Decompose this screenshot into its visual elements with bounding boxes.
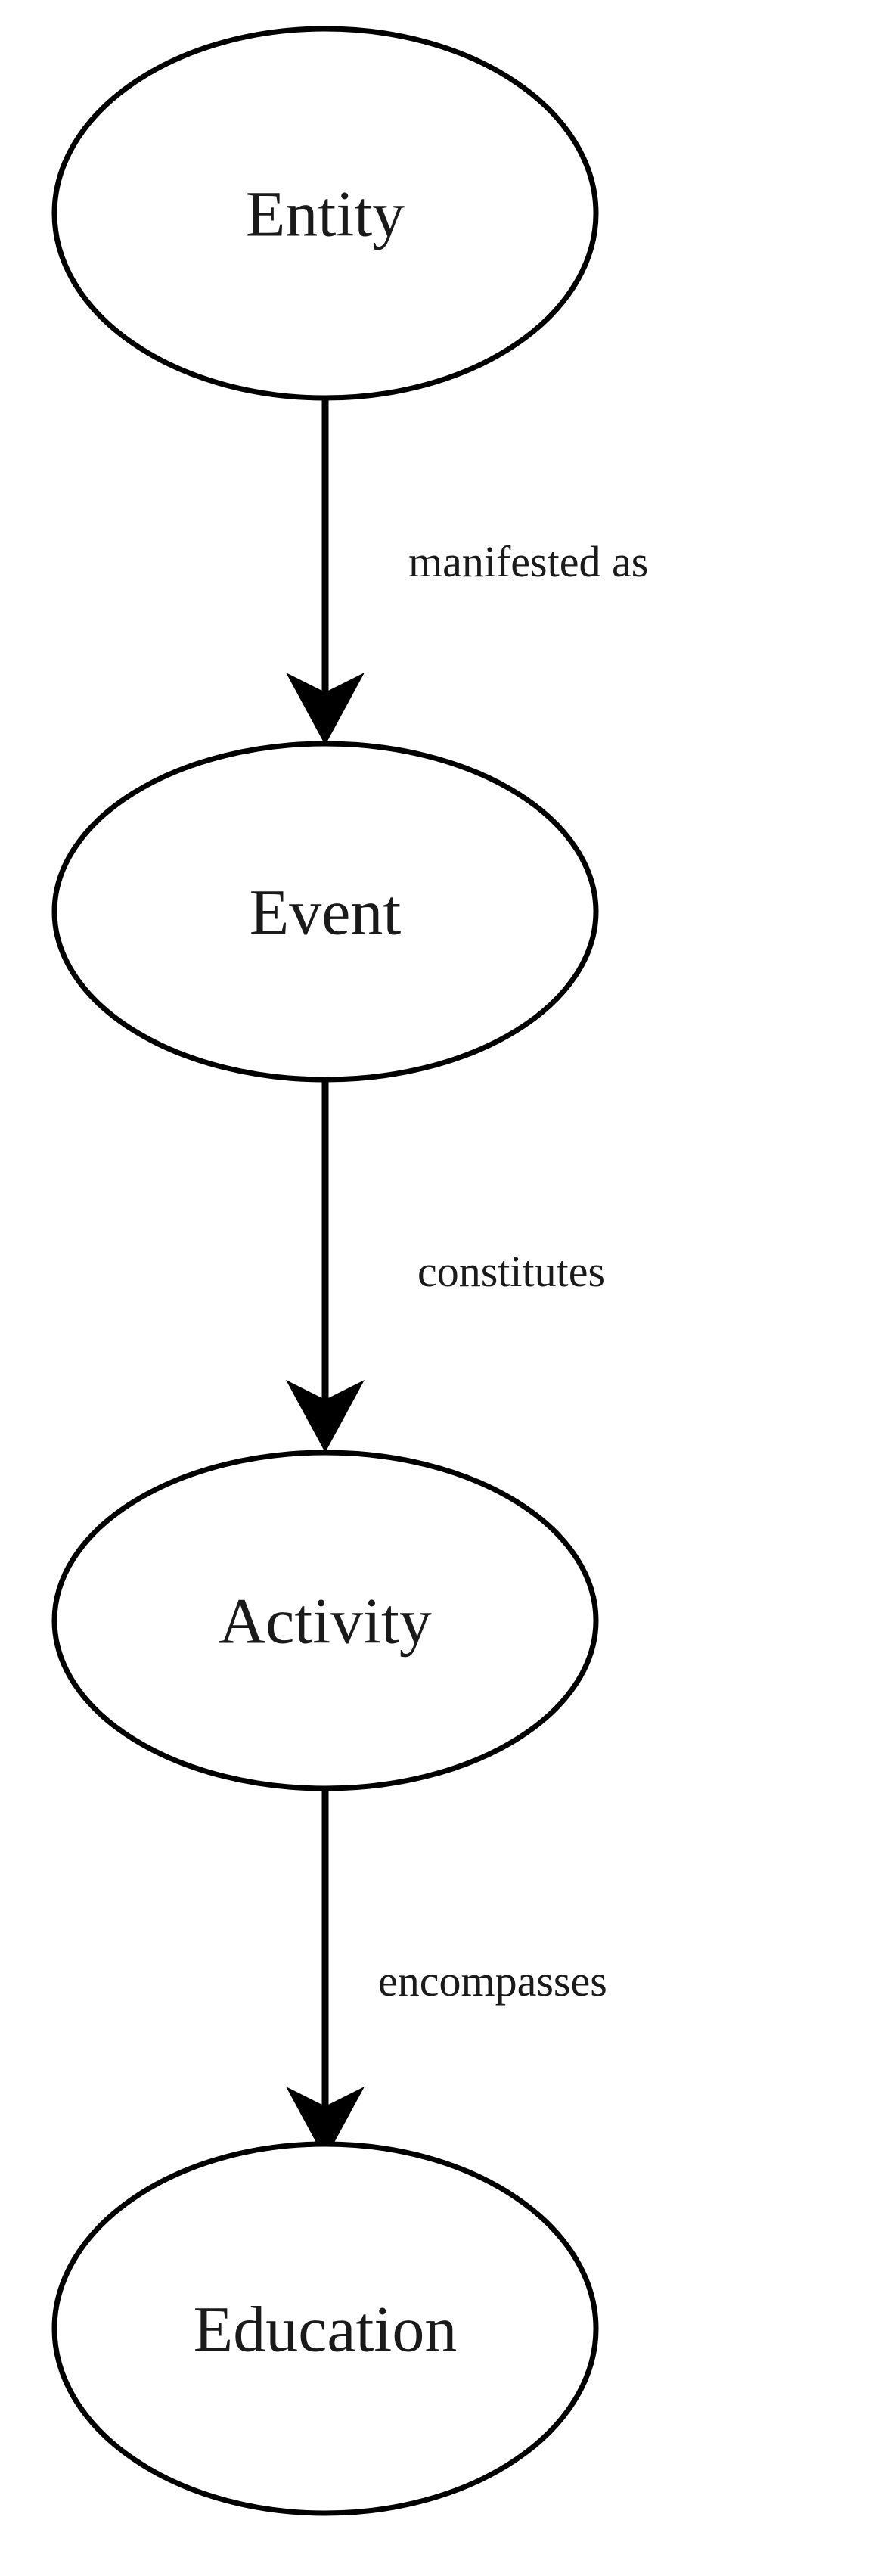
edge-label-activity-to-education: encompasses [378,1956,607,2006]
edge-entity-to-event[interactable]: manifested as [286,399,648,745]
arrowhead-icon-activity-to-education [286,2087,365,2159]
node-label-education: Education [194,2293,458,2366]
edge-event-to-activity[interactable]: constitutes [286,1080,605,1453]
node-label-event: Event [250,876,402,949]
node-label-activity: Activity [219,1585,432,1658]
node-education[interactable]: Education [51,2141,599,2516]
edge-label-event-to-activity: constitutes [417,1247,605,1296]
node-activity[interactable]: Activity [51,1450,599,1791]
node-entity[interactable]: Entity [51,26,599,401]
node-label-entity: Entity [246,178,405,250]
node-shape-event [51,741,599,1083]
node-shape-entity [51,26,599,401]
arrowhead-icon-entity-to-event [286,673,365,745]
node-shape-activity [51,1450,599,1791]
node-event[interactable]: Event [51,741,599,1083]
node-shape-education [51,2141,599,2516]
edge-label-entity-to-event: manifested as [408,537,648,586]
edge-activity-to-education[interactable]: encompasses [286,1788,607,2159]
arrowhead-icon-event-to-activity [286,1380,365,1453]
